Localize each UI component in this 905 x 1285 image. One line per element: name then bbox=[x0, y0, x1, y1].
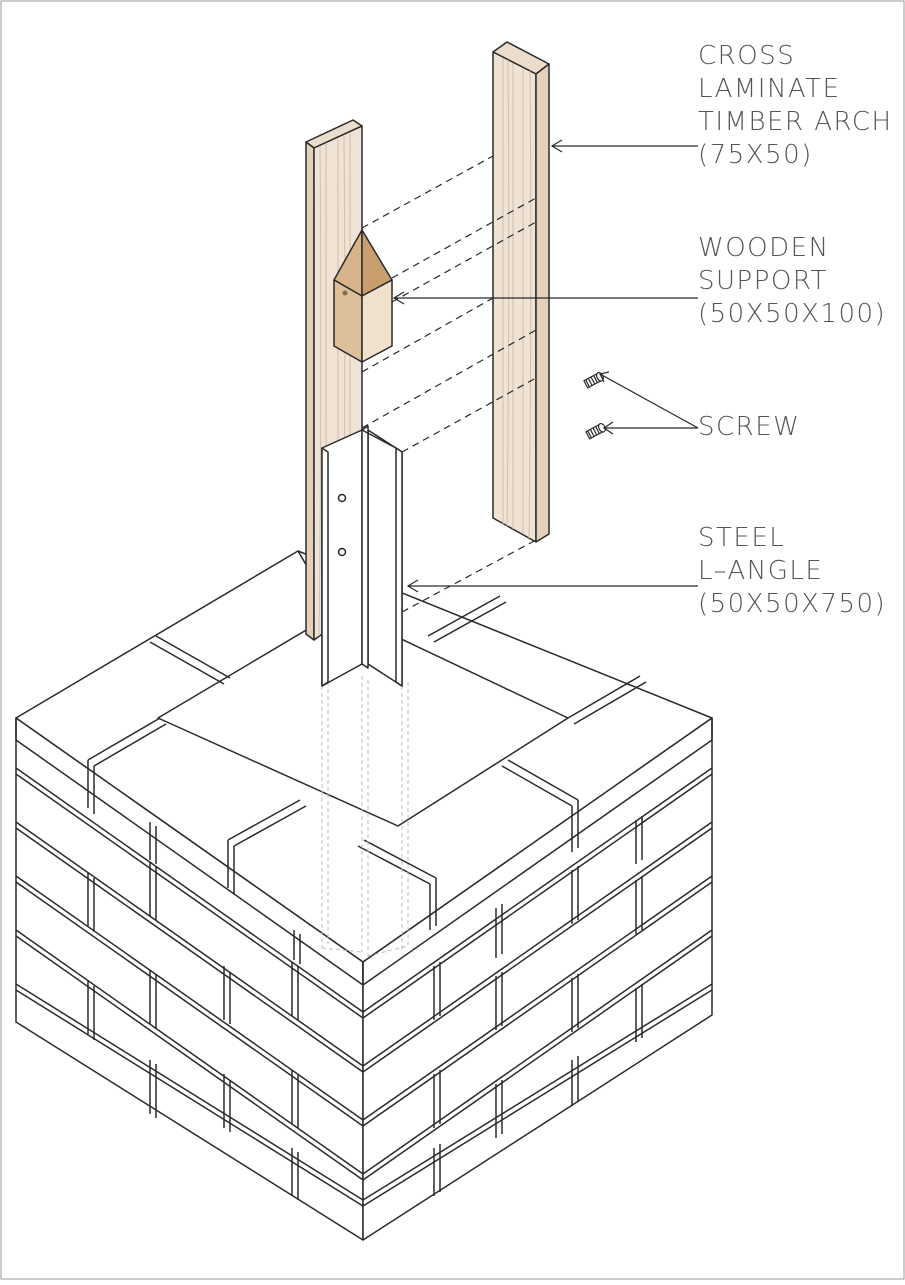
pier-right-face bbox=[362, 717, 713, 1241]
leader-support-arrow bbox=[392, 291, 405, 305]
label-wooden-support-line-2: SUPPORT bbox=[698, 266, 828, 296]
angle-bolt-hole-2 bbox=[337, 547, 347, 557]
brick-pier bbox=[15, 550, 713, 1241]
leader-timber-arrow bbox=[550, 139, 563, 153]
leader-screw-1-arrow bbox=[599, 371, 610, 383]
label-timber-arch-line-2: LAMINATE bbox=[698, 74, 841, 104]
screws bbox=[583, 371, 606, 440]
right-face-head-joints bbox=[433, 866, 643, 1196]
label-steel-angle-line-3: (50X50X750) bbox=[698, 589, 887, 619]
wooden-support-block bbox=[333, 229, 393, 363]
angle-top-edge bbox=[361, 425, 369, 669]
label-timber-arch-line-4: (75X50) bbox=[698, 140, 813, 170]
label-steel-angle-line-1: STEEL bbox=[698, 523, 786, 553]
right-timber-grain bbox=[502, 58, 532, 539]
angle-right-flange-edge bbox=[395, 447, 403, 687]
label-wooden-support-line-3: (50X50X100) bbox=[698, 299, 887, 329]
embedment-hidden-lines bbox=[321, 676, 409, 957]
angle-bolt-hole-1 bbox=[337, 493, 347, 503]
leader-angle-arrow bbox=[406, 579, 419, 593]
support-knot bbox=[342, 290, 348, 296]
leader-screw-1 bbox=[599, 373, 699, 429]
pier-top-edge-left bbox=[15, 718, 364, 986]
right-face-courses bbox=[362, 767, 713, 1207]
projection-lines bbox=[361, 155, 537, 613]
label-timber-arch-line-3: TIMBER ARCH bbox=[698, 107, 893, 137]
support-side bbox=[361, 279, 393, 363]
left-face-head-joints bbox=[87, 862, 299, 1200]
label-screw: SCREW bbox=[698, 411, 800, 444]
label-screw-line-1: SCREW bbox=[698, 412, 801, 442]
label-steel-angle: STEEL L–ANGLE (50X50X750) bbox=[698, 522, 886, 621]
left-face-courses bbox=[15, 767, 364, 1207]
coping-joints bbox=[87, 550, 647, 930]
label-wooden-support-line-1: WOODEN bbox=[698, 233, 830, 263]
angle-left-flange-edge bbox=[321, 447, 329, 687]
steel-l-angle bbox=[321, 425, 403, 687]
leader-screw-2-arrow bbox=[602, 421, 614, 435]
label-wooden-support: WOODEN SUPPORT (50X50X100) bbox=[698, 232, 886, 331]
label-timber-arch: CROSS LAMINATE TIMBER ARCH (75X50) bbox=[698, 40, 893, 172]
right-timber-side bbox=[535, 63, 550, 543]
label-steel-angle-line-2: L–ANGLE bbox=[698, 556, 824, 586]
screw-2 bbox=[585, 422, 606, 440]
top-row-head-joints bbox=[149, 816, 643, 964]
pier-top-edge-right bbox=[362, 718, 713, 986]
left-timber-front bbox=[305, 141, 315, 641]
label-timber-arch-line-1: CROSS bbox=[698, 41, 796, 71]
leader-lines bbox=[392, 139, 699, 593]
right-timber-member bbox=[492, 41, 550, 543]
